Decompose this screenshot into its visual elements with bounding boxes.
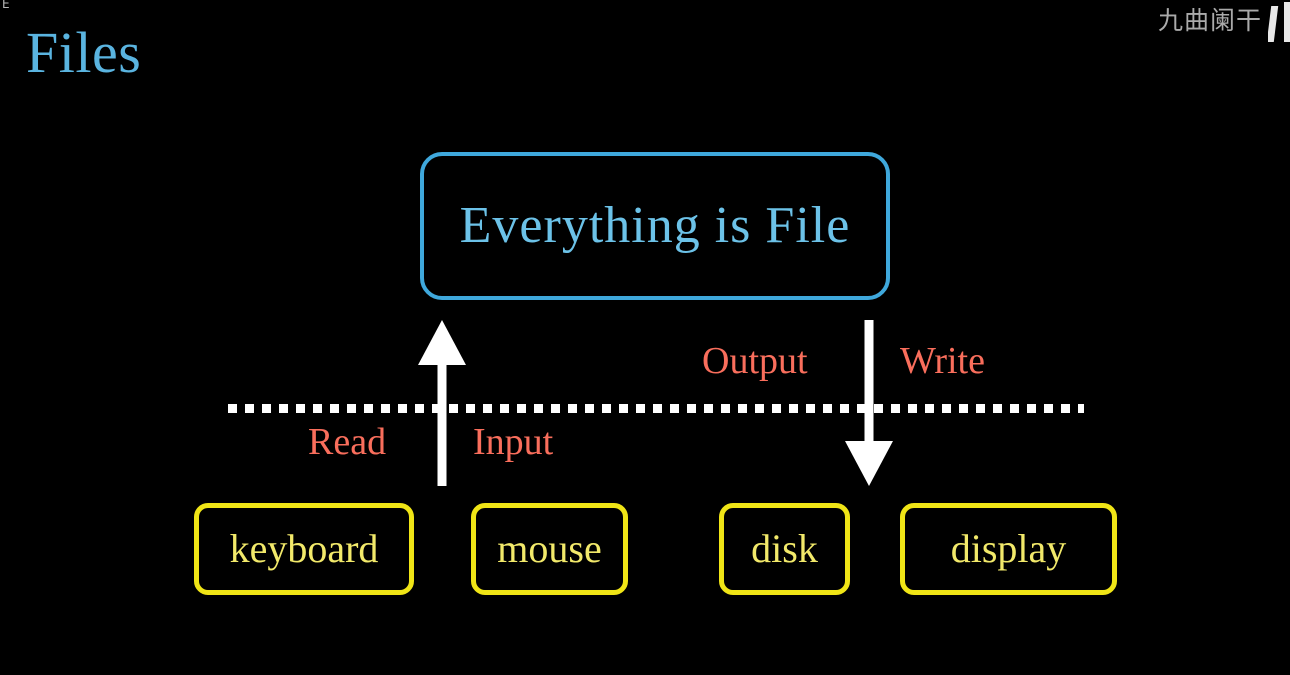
flow-label-read: Read [308,421,387,463]
concept-box-label: Everything is File [459,197,851,254]
device-box-disk: disk [719,503,850,595]
flow-label-output: Output [702,340,808,382]
device-box-display: display [900,503,1117,595]
flow-label-input: Input [473,421,554,463]
device-label-disk: disk [751,526,818,571]
concept-box-everything-is-file: Everything is File [420,152,890,300]
flow-label-write: Write [900,340,985,382]
input-flow-arrow-up-icon [418,320,466,486]
device-box-mouse: mouse [471,503,628,595]
channel-logo-mark-icon [1268,2,1290,42]
arrow-head [845,441,893,486]
page-title: Files [26,20,142,85]
arrow-shaft [437,360,447,486]
arrow-head [418,320,466,365]
device-label-keyboard: keyboard [229,526,379,571]
output-flow-arrow-down-icon [845,320,893,486]
channel-watermark: 九曲阑干 [1157,6,1262,35]
device-box-keyboard: keyboard [194,503,414,595]
arrow-shaft [864,320,874,446]
corner-artifact-glyph: E [2,0,10,11]
device-label-mouse: mouse [497,526,602,571]
device-label-display: display [950,526,1067,571]
user-kernel-boundary-line [228,404,1084,413]
